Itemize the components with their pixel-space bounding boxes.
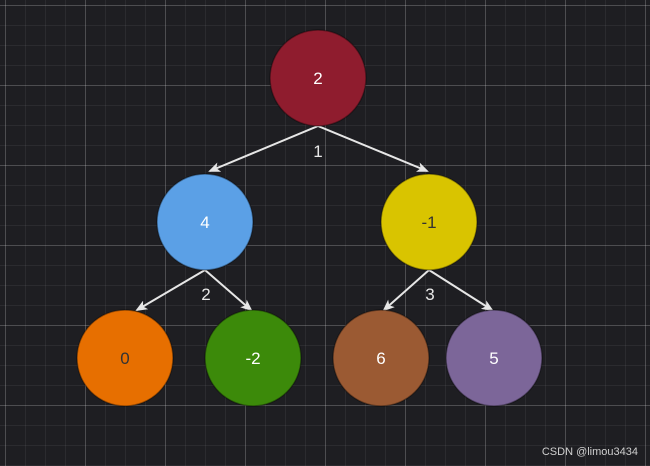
node-circle xyxy=(269,29,367,127)
edge-label-2: 2 xyxy=(201,285,210,304)
node-circle xyxy=(332,309,430,407)
edge-label-1: 1 xyxy=(313,142,322,161)
tree-node-right-right: 5 xyxy=(445,309,543,407)
watermark: CSDN @limou3434 xyxy=(541,446,638,458)
edge-minus1-to-5 xyxy=(428,269,494,312)
tree-node-left: 4 xyxy=(156,173,254,271)
node-circle xyxy=(156,173,254,271)
node-label: -2 xyxy=(245,349,260,368)
edge-label-3: 3 xyxy=(425,285,434,304)
edge-2-to-minus1 xyxy=(317,125,429,172)
node-circle xyxy=(445,309,543,407)
tree-node-right: -1 xyxy=(380,173,478,271)
node-label: 0 xyxy=(120,349,129,368)
tree-node-left-right: -2 xyxy=(204,309,302,407)
tree-node-right-left: 6 xyxy=(332,309,430,407)
node-circle xyxy=(380,173,478,271)
node-label: 4 xyxy=(200,213,209,232)
node-label: -1 xyxy=(421,213,436,232)
node-label: 6 xyxy=(376,349,385,368)
edge-4-to-minus2 xyxy=(204,269,253,312)
node-circle xyxy=(204,309,302,407)
node-label: 2 xyxy=(313,69,322,88)
tree-node-left-left: 0 xyxy=(76,309,174,407)
edge-4-to-0 xyxy=(135,269,206,312)
node-label: 5 xyxy=(489,349,498,368)
edge-2-to-4 xyxy=(208,125,319,172)
tree-node-root: 2 xyxy=(269,29,367,127)
edge-minus1-to-6 xyxy=(382,269,430,312)
node-circle xyxy=(76,309,174,407)
